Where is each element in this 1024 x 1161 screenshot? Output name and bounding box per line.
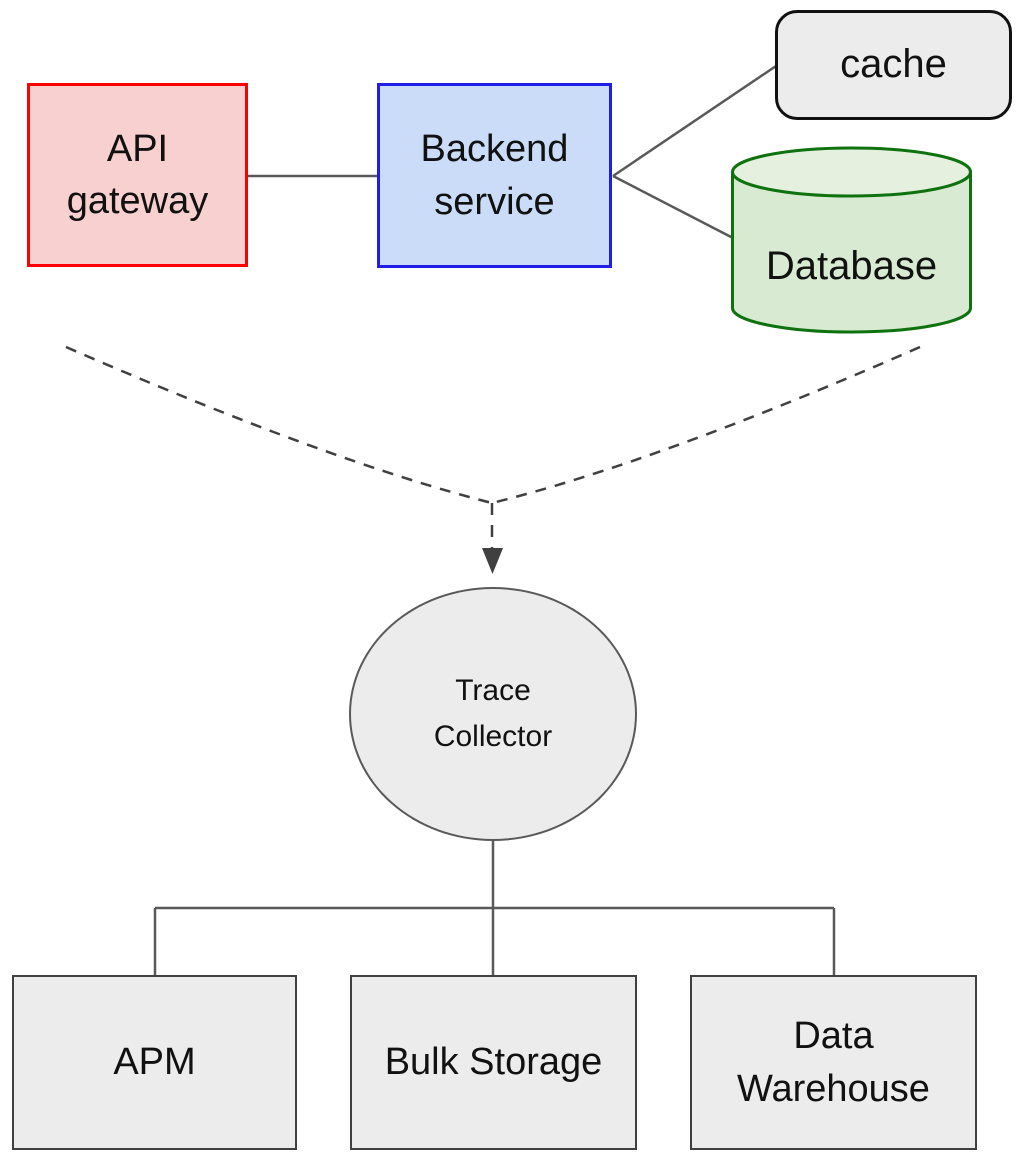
edge-dashed-right-arm	[491, 345, 921, 505]
apm-label: APM	[113, 1041, 196, 1084]
node-api-gateway: API gateway	[27, 83, 248, 267]
trace-collector-label: Trace Collector	[433, 673, 553, 754]
node-database: Database	[730, 145, 973, 335]
arrowhead-down-icon	[482, 548, 503, 574]
node-apm: APM	[12, 975, 297, 1150]
data-warehouse-label: Data Warehouse	[737, 1015, 930, 1110]
node-cache: cache	[775, 10, 1012, 120]
cache-label: cache	[840, 42, 947, 87]
cylinder-top	[731, 146, 972, 198]
api-gateway-label: API gateway	[66, 127, 209, 222]
edge-backend-cache	[612, 64, 777, 178]
bulk-storage-label: Bulk Storage	[384, 1041, 603, 1084]
edge-backend-database	[612, 174, 734, 240]
node-backend-service: Backend service	[377, 83, 612, 268]
cylinder-body	[731, 172, 972, 334]
node-bulk-storage: Bulk Storage	[350, 975, 637, 1150]
database-label: Database	[765, 244, 938, 289]
node-trace-collector: Trace Collector	[349, 587, 637, 841]
backend-service-label: Backend service	[420, 128, 569, 223]
database-cylinder-icon	[731, 146, 972, 334]
node-data-warehouse: Data Warehouse	[690, 975, 977, 1150]
edge-dashed-left-arm	[65, 345, 493, 505]
